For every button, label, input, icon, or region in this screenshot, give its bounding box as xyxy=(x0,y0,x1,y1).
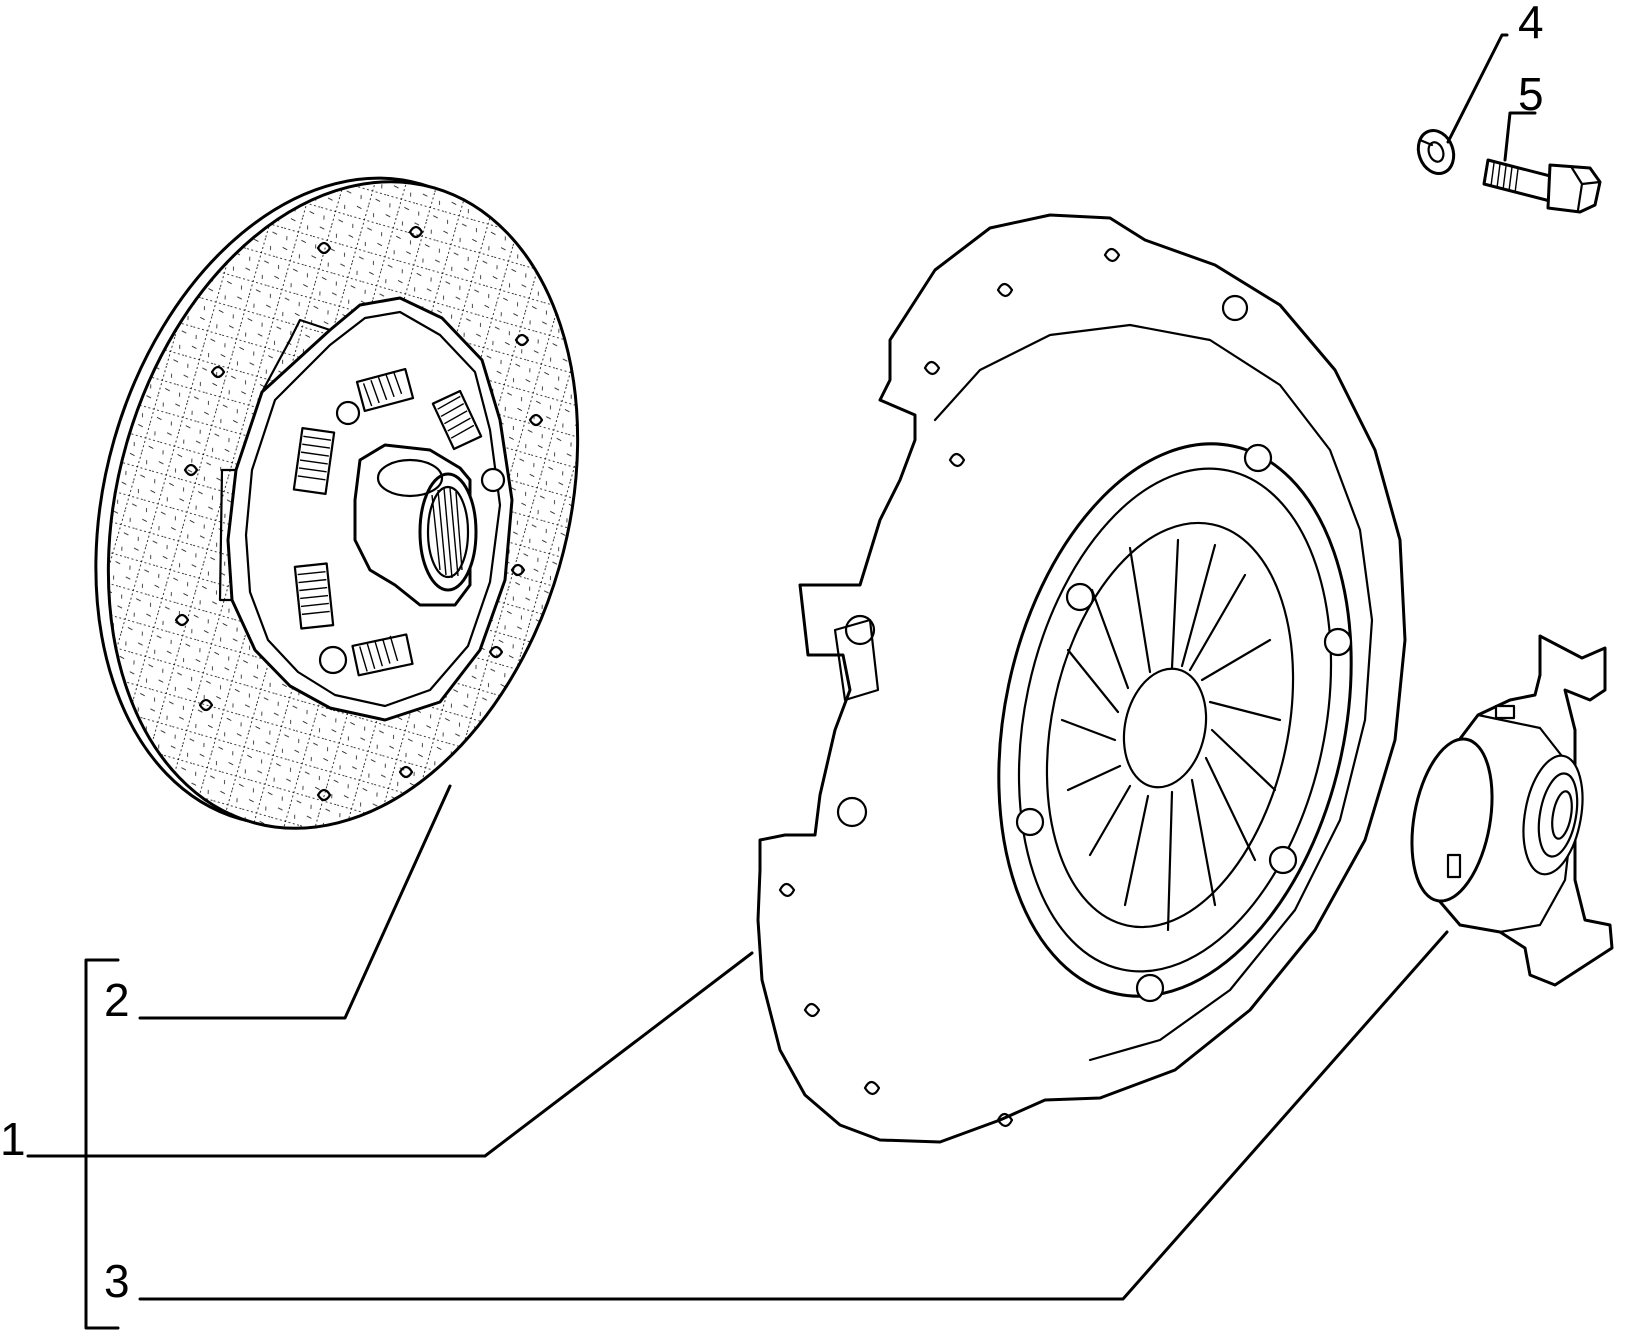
hex-bolt xyxy=(1482,158,1602,214)
cover-bolt-holes xyxy=(778,247,1249,1128)
splined-hub xyxy=(353,443,478,607)
callout-2: 2 xyxy=(104,974,130,1026)
callout-3: 3 xyxy=(104,1255,130,1307)
callout-1: 1 xyxy=(0,1113,26,1165)
clutch-disc xyxy=(94,176,580,830)
callout-labels: 2 1 3 4 5 xyxy=(0,0,1544,1307)
diaphragm-fingers xyxy=(1060,538,1282,932)
disc-hub-plate xyxy=(218,296,514,722)
release-bearing xyxy=(1410,634,1614,987)
callout-4: 4 xyxy=(1518,0,1544,48)
damper-springs xyxy=(292,367,483,677)
spring-washer xyxy=(1416,129,1456,175)
pressure-plate-cover xyxy=(756,213,1407,1144)
leader-lines xyxy=(26,33,1537,1330)
lining-rivets xyxy=(174,225,544,802)
callout-5: 5 xyxy=(1518,68,1544,120)
